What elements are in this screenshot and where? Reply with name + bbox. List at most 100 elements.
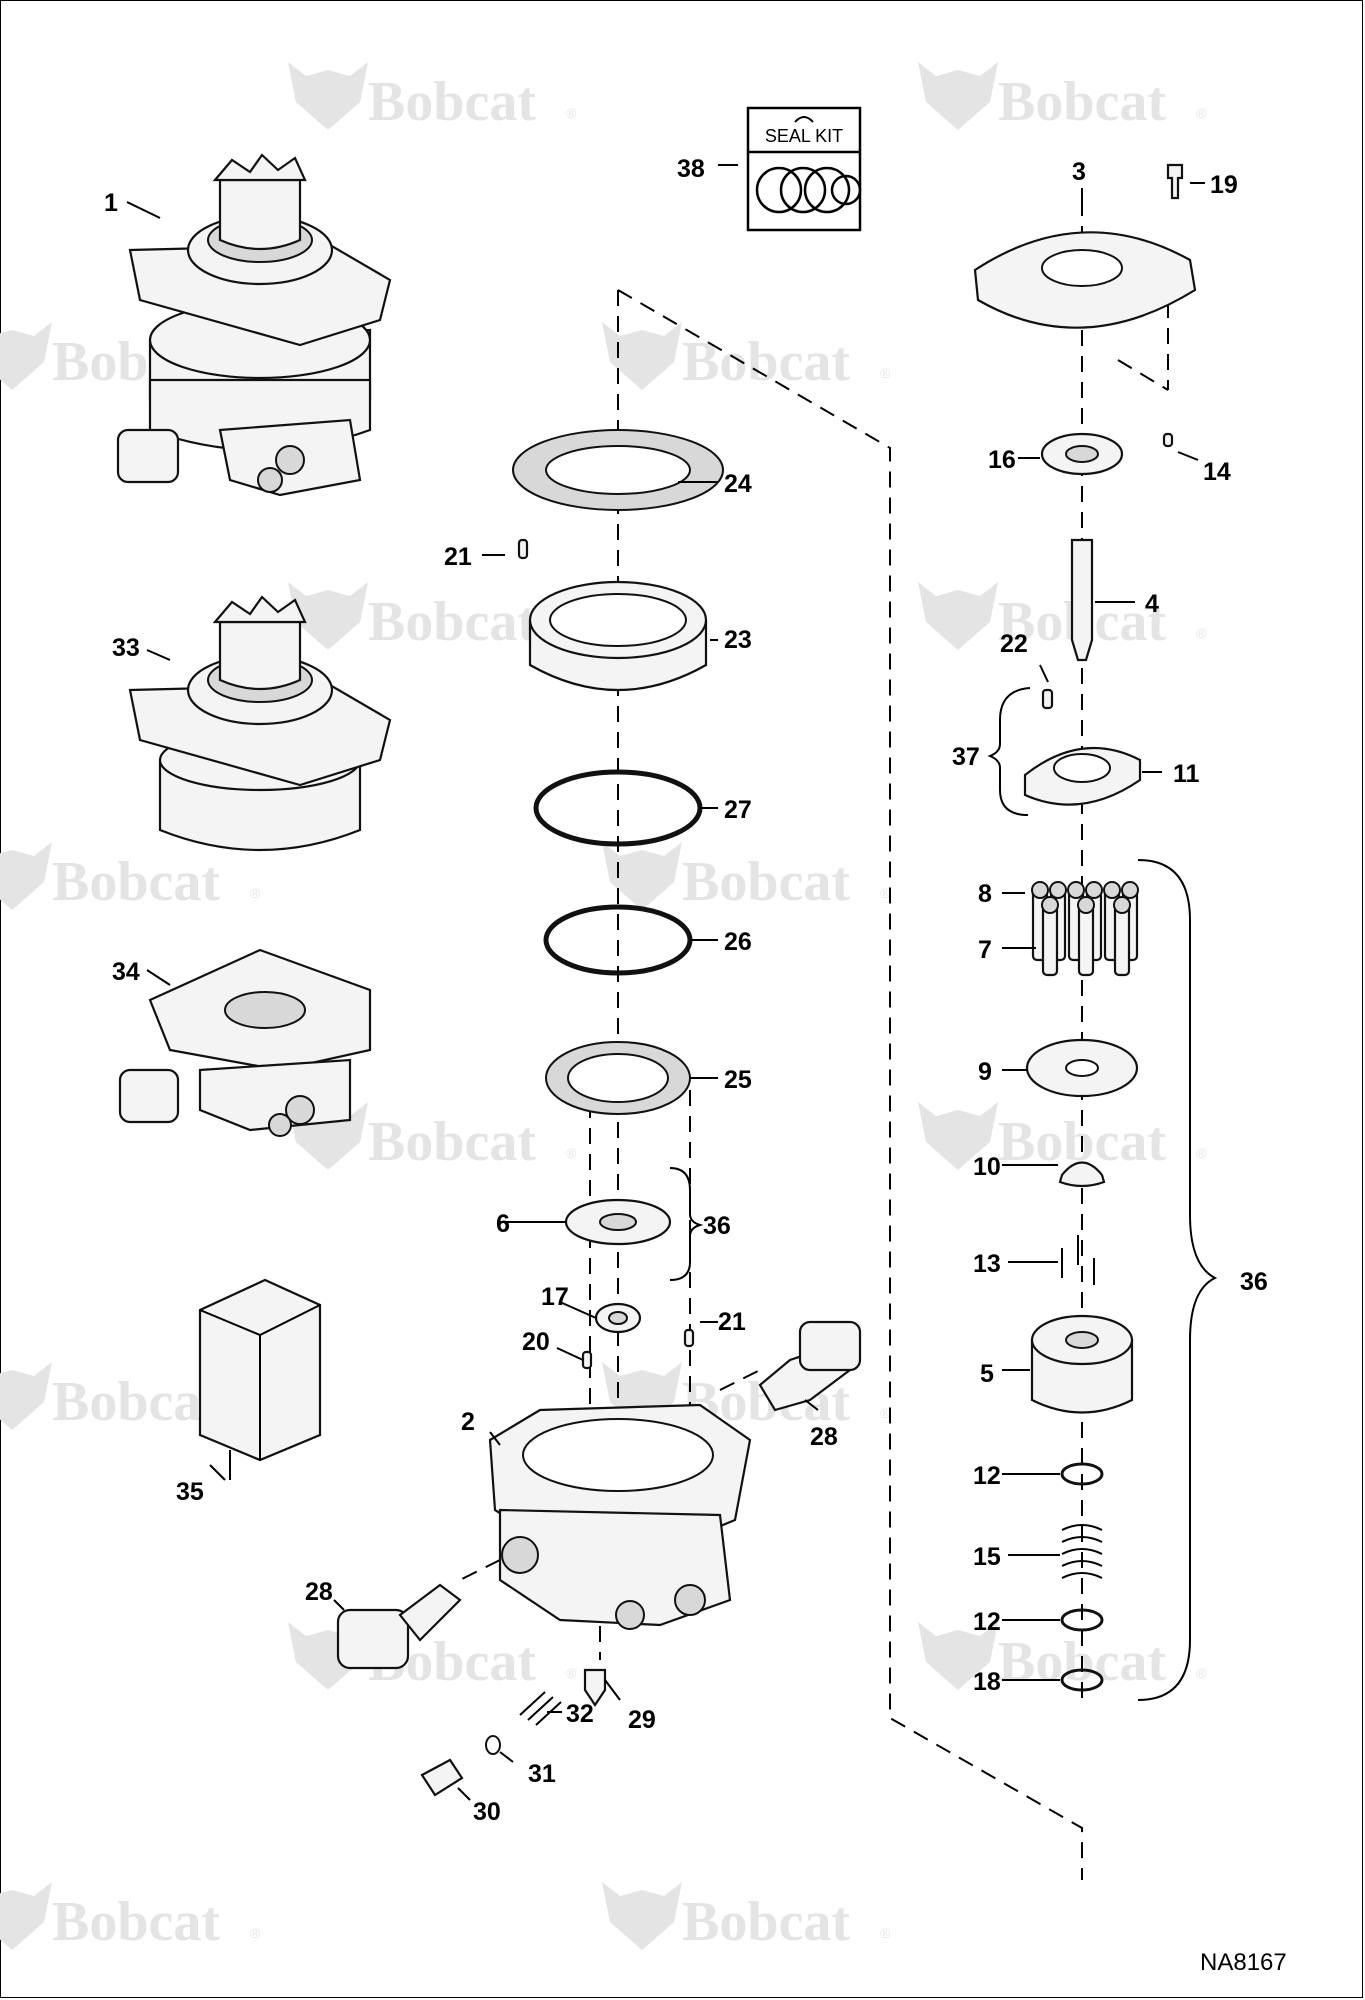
callout-32: 32 bbox=[566, 1700, 594, 1728]
callout-15: 15 bbox=[973, 1543, 1001, 1571]
piston-set-7-8 bbox=[1031, 881, 1139, 977]
bearing-17 bbox=[594, 1302, 642, 1334]
watermark-registered-mark: ® bbox=[566, 1665, 577, 1681]
callout-37: 37 bbox=[952, 743, 980, 771]
watermark: Bobcat® bbox=[918, 1102, 1207, 1173]
callout-10: 10 bbox=[973, 1153, 1001, 1181]
plug-29 bbox=[583, 1668, 607, 1707]
callout-27: 27 bbox=[724, 796, 752, 824]
leader-lines bbox=[126, 164, 1205, 1801]
callout-22: 22 bbox=[1000, 630, 1028, 658]
callout-7: 7 bbox=[978, 936, 992, 964]
bolt-19 bbox=[1166, 163, 1184, 200]
seal-kit-card: SEAL KIT bbox=[746, 106, 862, 232]
seal-kit-label: SEAL KIT bbox=[765, 126, 843, 146]
piston-shoe bbox=[1077, 896, 1095, 914]
snap-ring-18 bbox=[1060, 1668, 1104, 1692]
callout-26: 26 bbox=[724, 928, 752, 956]
piston-shoe bbox=[1103, 881, 1121, 899]
spring-32 bbox=[519, 1691, 562, 1726]
watermark-registered-mark: ® bbox=[250, 885, 261, 901]
callout-20: 20 bbox=[522, 1328, 550, 1356]
callout-18: 18 bbox=[973, 1668, 1001, 1696]
callout-9: 9 bbox=[978, 1058, 992, 1086]
piston-shoe bbox=[1113, 896, 1131, 914]
motor-assembly-33 bbox=[128, 595, 392, 852]
callout-labels: 1 2 3 4 5 6 7 8 9 10 11 12 12 13 14 15 1… bbox=[104, 155, 1268, 1826]
bobcat-logo-icon bbox=[602, 322, 682, 390]
ball-guide-10 bbox=[1058, 1161, 1106, 1188]
bobcat-logo-icon bbox=[602, 1362, 682, 1430]
brake-piston-23 bbox=[528, 580, 708, 692]
washer-12-lower bbox=[1060, 1608, 1104, 1632]
box-35 bbox=[198, 1278, 322, 1480]
watermark: Bobcat ® bbox=[602, 1882, 891, 1953]
callout-21-upper: 21 bbox=[444, 543, 472, 571]
callout-34: 34 bbox=[112, 958, 140, 986]
spring-stack-24 bbox=[512, 429, 724, 511]
watermark-text: Bobcat bbox=[682, 851, 850, 913]
orifice-30 bbox=[420, 1758, 464, 1797]
piston-shoe bbox=[1031, 881, 1049, 899]
watermark-text: Bobcat bbox=[998, 71, 1166, 133]
bobcat-logo-icon bbox=[0, 1362, 52, 1430]
washer-12-upper bbox=[1060, 1462, 1104, 1486]
bobcat-logo-icon bbox=[288, 62, 368, 130]
watermark-registered-mark: ® bbox=[1196, 625, 1207, 641]
watermark-text: Bobcat bbox=[682, 1891, 850, 1953]
retainer-plate-9 bbox=[1025, 1038, 1139, 1098]
callout-12-lower: 12 bbox=[973, 1608, 1001, 1636]
bobcat-logo-icon bbox=[0, 322, 52, 390]
callout-36-center: 36 bbox=[703, 1212, 731, 1240]
piston bbox=[1113, 903, 1131, 977]
callout-28-left: 28 bbox=[305, 1578, 333, 1606]
callout-6: 6 bbox=[496, 1210, 510, 1238]
piston-shoe bbox=[1067, 881, 1085, 899]
watermark: Bobcat® bbox=[918, 62, 1207, 133]
o-ring-27 bbox=[533, 769, 703, 847]
callout-13: 13 bbox=[973, 1250, 1001, 1278]
motor-housing-34 bbox=[118, 948, 372, 1137]
callout-29: 29 bbox=[628, 1706, 656, 1734]
callout-3: 3 bbox=[1072, 158, 1086, 186]
motor-assembly-1 bbox=[116, 153, 392, 497]
watermark: Bobcat® bbox=[0, 842, 261, 913]
watermark: Bobcat ® bbox=[602, 842, 891, 913]
pin-22 bbox=[1041, 688, 1054, 710]
housing-2 bbox=[488, 1403, 752, 1630]
callout-16: 16 bbox=[988, 446, 1016, 474]
bobcat-logo-icon bbox=[0, 842, 52, 910]
relief-valve-28-left bbox=[336, 1583, 462, 1670]
watermark-text: Bobcat bbox=[368, 591, 536, 653]
watermark-text: Bobcat bbox=[682, 331, 850, 393]
callout-8: 8 bbox=[978, 880, 992, 908]
watermark-text: Bobcat bbox=[52, 1371, 220, 1433]
piston bbox=[1077, 903, 1095, 977]
callout-19: 19 bbox=[1210, 171, 1238, 199]
piston-shoe bbox=[1121, 881, 1139, 899]
bobcat-logo-icon bbox=[918, 582, 998, 650]
callout-2: 2 bbox=[461, 1408, 475, 1436]
seal-kit-icon bbox=[794, 116, 814, 123]
plate-6 bbox=[564, 1198, 672, 1246]
watermark-text: Bobcat bbox=[52, 1891, 220, 1953]
pin-21-lower bbox=[683, 1328, 695, 1348]
callout-1: 1 bbox=[104, 189, 118, 217]
watermark-registered-mark: ® bbox=[880, 885, 891, 901]
friction-plate-25 bbox=[545, 1041, 691, 1115]
bobcat-logo-icon bbox=[0, 1882, 52, 1950]
watermark-registered-mark: ® bbox=[1196, 1665, 1207, 1681]
bobcat-logo-icon bbox=[918, 1102, 998, 1170]
cover-plate-3 bbox=[973, 231, 1197, 329]
callout-5: 5 bbox=[980, 1360, 994, 1388]
watermark-registered-mark: ® bbox=[880, 1925, 891, 1941]
pin-21-upper bbox=[517, 538, 529, 560]
callout-17: 17 bbox=[541, 1283, 569, 1311]
watermark: Bobcat® bbox=[288, 1622, 577, 1693]
bobcat-logo-icon bbox=[918, 1622, 998, 1690]
cylinder-block-5 bbox=[1030, 1314, 1134, 1414]
callout-12-upper: 12 bbox=[973, 1462, 1001, 1490]
callout-30: 30 bbox=[473, 1798, 501, 1826]
callout-24: 24 bbox=[724, 470, 752, 498]
